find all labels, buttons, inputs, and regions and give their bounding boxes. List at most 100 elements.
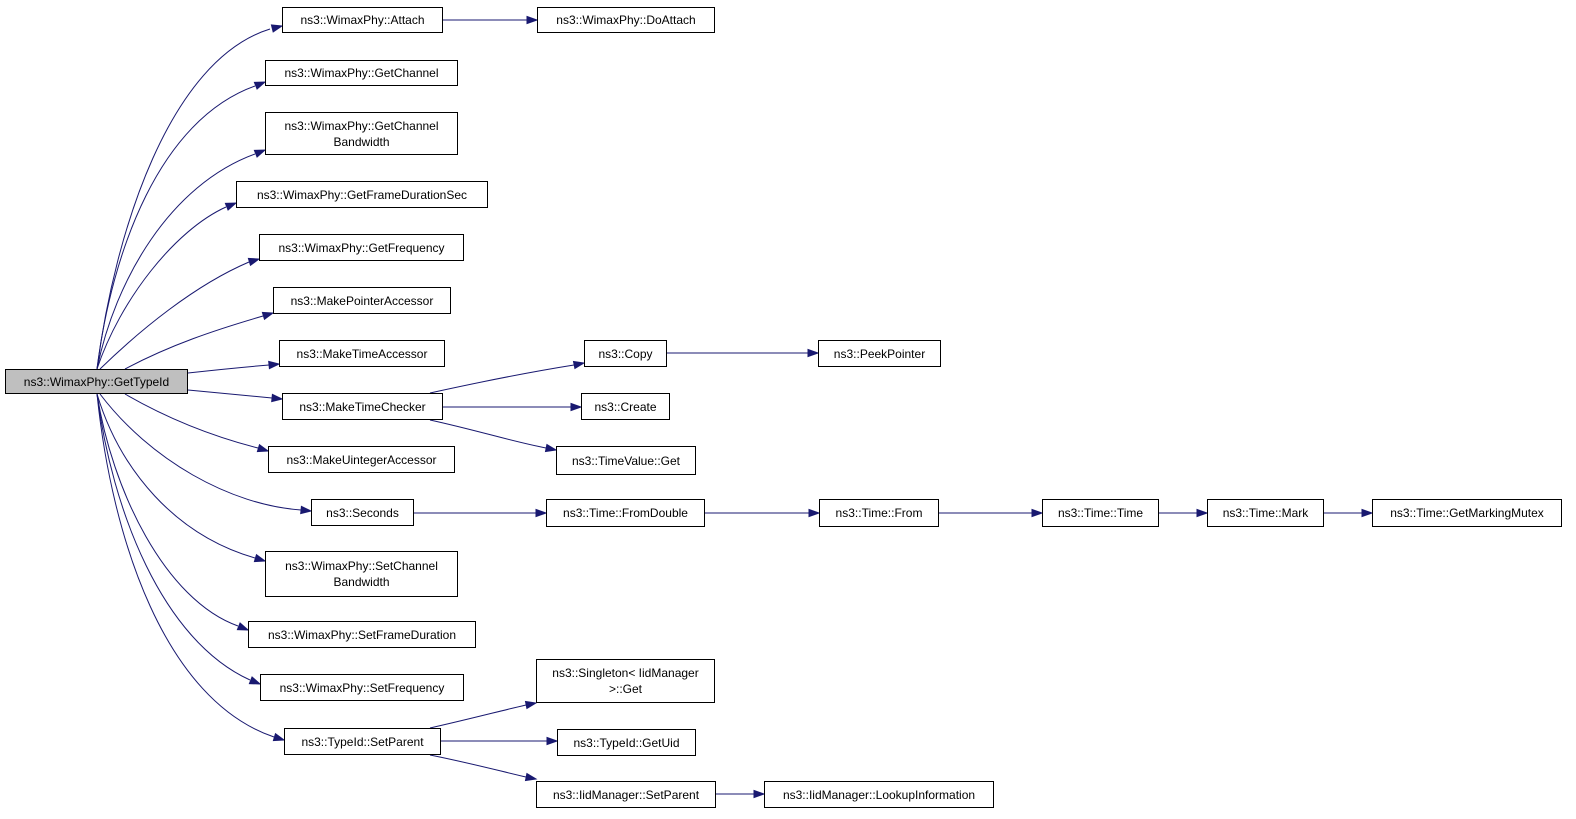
edge-attach-doattach-arrowhead — [526, 15, 539, 25]
node-maketimeaccessor[interactable]: ns3::MakeTimeAccessor — [279, 340, 445, 367]
node-singletonget-line2: >::Get — [608, 682, 643, 696]
node-setframeduration[interactable]: ns3::WimaxPhy::SetFrameDuration — [248, 621, 476, 648]
edge-setparent-iidsetparent-arrowhead — [524, 772, 538, 782]
edge-gettypeid-setchannelbw — [96, 393, 267, 563]
node-makepointeraccessor-label: ns3::MakePointerAccessor — [290, 293, 434, 308]
node-timevalueget[interactable]: ns3::TimeValue::Get — [556, 446, 696, 475]
node-getchannelbw[interactable]: ns3::WimaxPhy::GetChannel Bandwidth — [265, 112, 458, 155]
edge-gettypeid-seconds-line — [99, 393, 302, 511]
node-getframeduration-label: ns3::WimaxPhy::GetFrameDurationSec — [256, 187, 468, 202]
edge-gettypeid-setfrequency-arrowhead — [248, 676, 262, 685]
node-getfrequency-label: ns3::WimaxPhy::GetFrequency — [278, 240, 445, 255]
node-timetime[interactable]: ns3::Time::Time — [1042, 499, 1159, 527]
node-copy-label: ns3::Copy — [598, 346, 653, 361]
node-attach[interactable]: ns3::WimaxPhy::Attach — [282, 7, 443, 33]
edge-gettypeid-setparent-arrowhead — [272, 732, 286, 742]
node-makeuintegeraccessor[interactable]: ns3::MakeUintegerAccessor — [268, 446, 455, 473]
edge-setparent-singletonget-line — [429, 704, 527, 729]
edge-seconds-fromdouble-arrowhead — [535, 508, 548, 518]
edge-gettypeid-getfrequency — [99, 257, 261, 370]
edge-gettypeid-makepointeraccessor — [124, 311, 275, 370]
edge-maketimechecker-copy-line — [429, 364, 575, 394]
edge-gettypeid-setframeduration-arrowhead — [236, 622, 250, 631]
edge-timemark-getmarkingmutex-arrowhead — [1361, 508, 1374, 518]
node-create[interactable]: ns3::Create — [581, 393, 670, 420]
node-doattach-label: ns3::WimaxPhy::DoAttach — [556, 13, 696, 27]
node-gettypeid-label: ns3::WimaxPhy::GetTypeId — [23, 374, 170, 389]
node-timemark[interactable]: ns3::Time::Mark — [1207, 499, 1324, 527]
node-maketimeaccessor-label: ns3::MakeTimeAccessor — [296, 346, 428, 361]
edge-iidsetparent-lookupinfo — [716, 789, 766, 799]
edge-gettypeid-makeuintegeraccessor — [124, 393, 270, 453]
node-getfrequency[interactable]: ns3::WimaxPhy::GetFrequency — [259, 234, 464, 261]
edge-copy-peekpointer — [667, 348, 820, 358]
node-getmarkingmutex[interactable]: ns3::Time::GetMarkingMutex — [1372, 499, 1562, 527]
node-maketimechecker[interactable]: ns3::MakeTimeChecker — [282, 393, 443, 420]
node-fromdouble-label: ns3::Time::FromDouble — [563, 506, 688, 520]
edge-setparent-getuid-arrowhead — [546, 736, 559, 746]
node-getuid[interactable]: ns3::TypeId::GetUid — [557, 729, 696, 756]
edge-copy-peekpointer-arrowhead — [807, 348, 820, 358]
edge-gettypeid-getchannel-line — [96, 85, 256, 370]
node-iidsetparent-label: ns3::IidManager::SetParent — [552, 787, 700, 802]
edge-gettypeid-makeuintegeraccessor-line — [124, 393, 259, 449]
node-peekpointer-label: ns3::PeekPointer — [833, 346, 926, 361]
node-lookupinfo-label: ns3::IidManager::LookupInformation — [782, 787, 976, 802]
edge-timefrom-timetime — [939, 508, 1044, 518]
edge-gettypeid-getchannelbw-line — [96, 153, 256, 370]
node-setchannelbw[interactable]: ns3::WimaxPhy::SetChannel Bandwidth — [265, 551, 458, 597]
edge-gettypeid-setframeduration — [96, 393, 250, 631]
node-setparent[interactable]: ns3::TypeId::SetParent — [284, 728, 441, 755]
edge-gettypeid-setframeduration-line — [96, 393, 239, 627]
edge-timetime-timemark — [1159, 508, 1209, 518]
edge-gettypeid-attach-arrowhead — [270, 24, 284, 33]
edge-seconds-fromdouble — [414, 508, 548, 518]
edge-gettypeid-maketimeaccessor — [187, 360, 281, 374]
node-getuid-label: ns3::TypeId::GetUid — [573, 735, 680, 750]
edge-maketimechecker-timevalueget-arrowhead — [544, 443, 558, 453]
node-singletonget-line1: ns3::Singleton< IidManager — [552, 666, 699, 680]
node-seconds[interactable]: ns3::Seconds — [311, 499, 414, 526]
edge-maketimechecker-copy-arrowhead — [572, 360, 586, 370]
edge-gettypeid-getframeduration-line — [96, 206, 227, 370]
edge-gettypeid-setparent-line — [96, 393, 275, 738]
node-setfrequency[interactable]: ns3::WimaxPhy::SetFrequency — [260, 674, 464, 701]
node-maketimechecker-label: ns3::MakeTimeChecker — [299, 399, 426, 414]
edge-maketimechecker-copy — [429, 360, 586, 394]
node-fromdouble[interactable]: ns3::Time::FromDouble — [546, 499, 705, 527]
node-iidsetparent[interactable]: ns3::IidManager::SetParent — [536, 781, 716, 808]
node-timefrom[interactable]: ns3::Time::From — [819, 499, 939, 527]
edge-gettypeid-maketimechecker — [187, 389, 284, 403]
node-getframeduration[interactable]: ns3::WimaxPhy::GetFrameDurationSec — [236, 181, 488, 208]
node-singletonget[interactable]: ns3::Singleton< IidManager >::Get — [536, 659, 715, 703]
node-timevalueget-label: ns3::TimeValue::Get — [571, 453, 681, 468]
node-peekpointer[interactable]: ns3::PeekPointer — [818, 340, 941, 367]
node-setchannelbw-line2: Bandwidth — [333, 575, 390, 589]
node-lookupinfo[interactable]: ns3::IidManager::LookupInformation — [764, 781, 994, 808]
edge-timemark-getmarkingmutex — [1324, 508, 1374, 518]
node-getchannelbw-line1: ns3::WimaxPhy::GetChannel — [284, 118, 439, 133]
edge-iidsetparent-lookupinfo-arrowhead — [753, 789, 766, 799]
edge-gettypeid-getframeduration-arrowhead — [224, 202, 238, 211]
edge-timetime-timemark-arrowhead — [1196, 508, 1209, 518]
edge-gettypeid-makeuintegeraccessor-arrowhead — [256, 443, 270, 453]
node-doattach[interactable]: ns3::WimaxPhy::DoAttach — [537, 7, 715, 33]
edge-setparent-iidsetparent — [429, 754, 538, 782]
node-gettypeid: ns3::WimaxPhy::GetTypeId — [5, 369, 188, 394]
node-timefrom-label: ns3::Time::From — [835, 506, 923, 520]
edge-fromdouble-timefrom — [705, 508, 821, 518]
node-getchannel[interactable]: ns3::WimaxPhy::GetChannel — [265, 60, 458, 86]
node-getchannel-label: ns3::WimaxPhy::GetChannel — [284, 66, 439, 80]
node-getmarkingmutex-label: ns3::Time::GetMarkingMutex — [1390, 506, 1544, 520]
edge-maketimechecker-timevalueget — [429, 419, 558, 453]
edge-gettypeid-seconds-arrowhead — [300, 505, 313, 515]
node-getchannelbw-line2: Bandwidth — [333, 134, 390, 149]
node-setchannelbw-line1: ns3::WimaxPhy::SetChannel — [285, 559, 438, 573]
edge-gettypeid-maketimeaccessor-line — [187, 364, 270, 374]
node-setfrequency-label: ns3::WimaxPhy::SetFrequency — [279, 680, 445, 695]
edge-gettypeid-setfrequency-line — [96, 393, 251, 681]
node-makepointeraccessor[interactable]: ns3::MakePointerAccessor — [273, 287, 451, 314]
node-copy[interactable]: ns3::Copy — [584, 340, 667, 367]
edge-gettypeid-getchannel-arrowhead — [253, 81, 267, 90]
edge-gettypeid-seconds — [99, 393, 313, 515]
